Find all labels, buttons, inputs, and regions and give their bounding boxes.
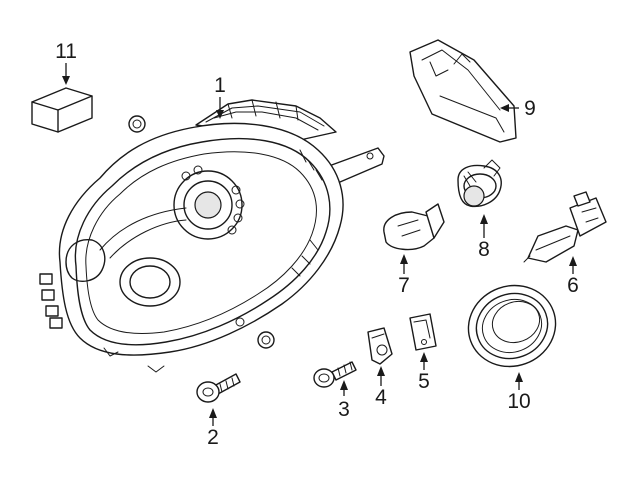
callout-11: 11: [55, 40, 77, 63]
callout-labels: 1 2 3 4 5 6 7 8 9 10 11: [55, 40, 579, 449]
leader-arrows: [62, 63, 577, 426]
callout-9: 9: [524, 97, 536, 120]
callout-3: 3: [338, 398, 350, 421]
part-8-bulb-socket: [457, 159, 502, 208]
part-7-bulb: [383, 203, 445, 251]
callout-10: 10: [507, 390, 530, 413]
part-6-halogen-bulb: [523, 191, 607, 263]
callout-8: 8: [478, 238, 490, 261]
part-2-bolt: [196, 373, 241, 403]
part-3-screw: [313, 361, 357, 388]
callout-4: 4: [375, 386, 387, 409]
callout-2: 2: [207, 426, 219, 449]
part-10-seal-ring: [467, 284, 557, 368]
callout-7: 7: [398, 274, 410, 297]
callout-6: 6: [567, 274, 579, 297]
part-5-clip: [409, 313, 437, 351]
part-9-cover: [409, 39, 517, 143]
part-4-nut-bracket: [367, 327, 393, 365]
callout-1: 1: [214, 74, 226, 97]
part-11-block: [31, 87, 93, 133]
callout-5: 5: [418, 370, 430, 393]
headlamp-assembly: [39, 99, 385, 373]
